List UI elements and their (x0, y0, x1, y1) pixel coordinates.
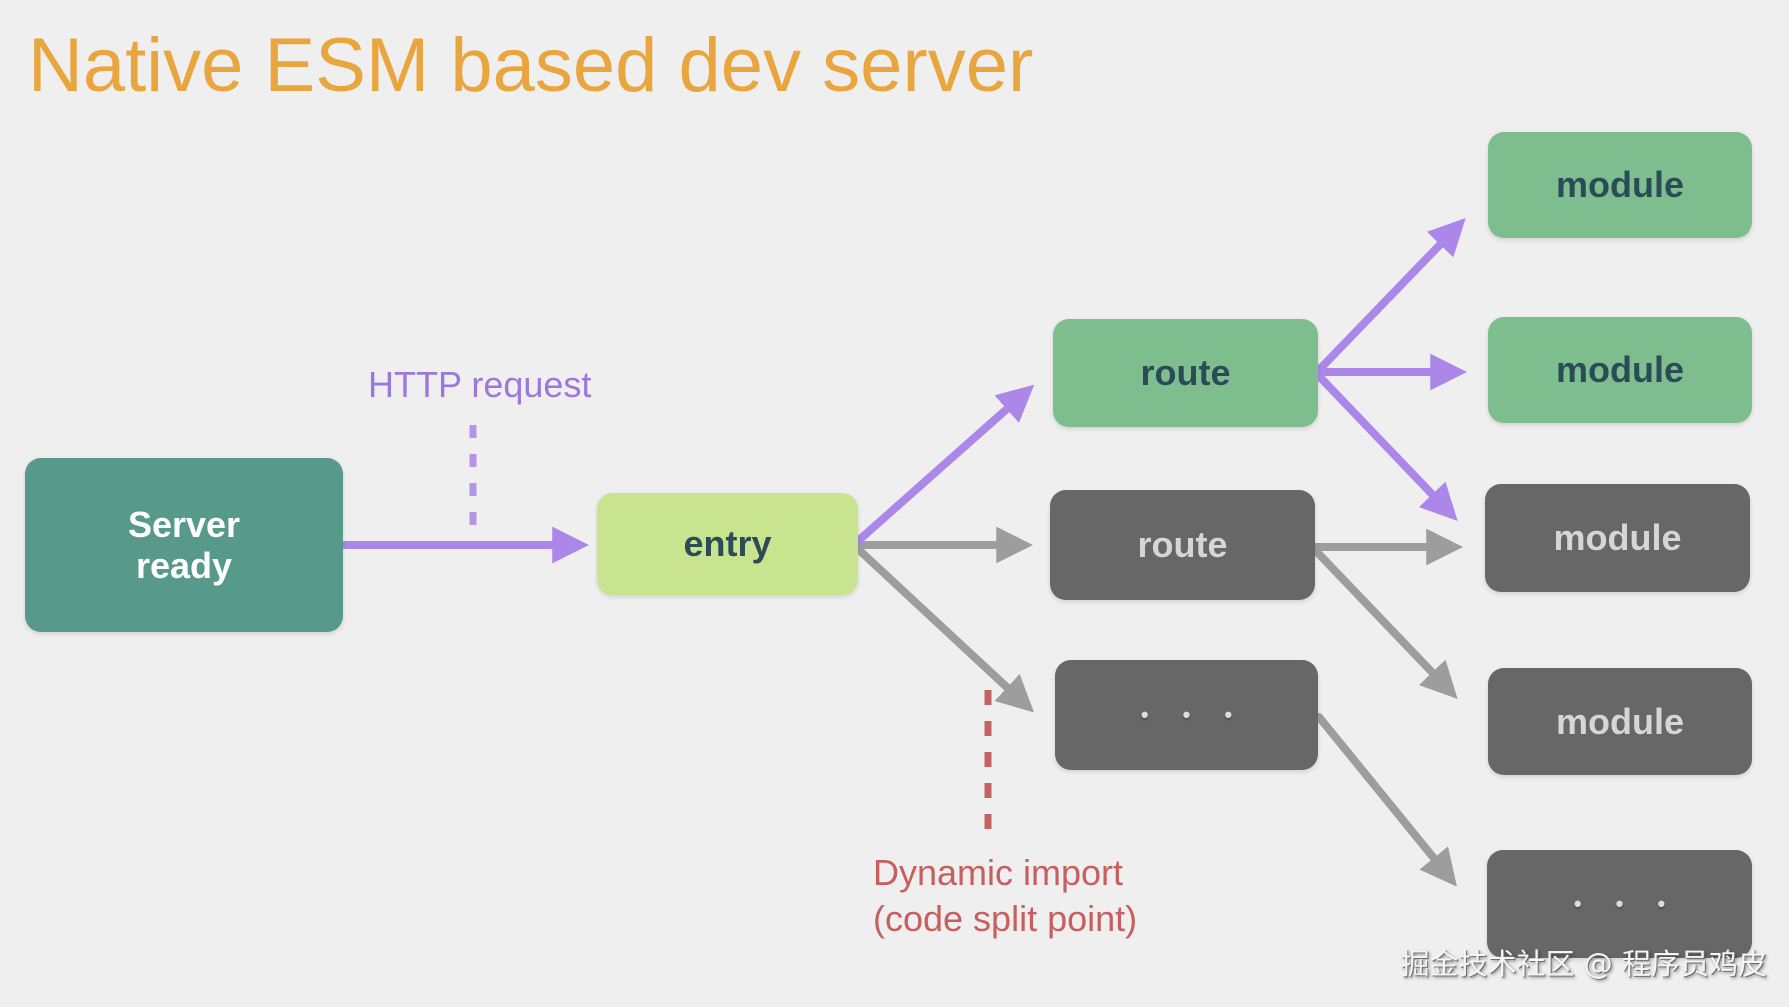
dynamic-import-label-line2: (code split point) (873, 898, 1138, 940)
ellipsis-mid-label: • • • (1140, 702, 1247, 728)
module-1-node: module (1488, 132, 1752, 238)
module-1-label: module (1555, 164, 1684, 206)
arrow-route-top-to-module-1 (1314, 218, 1466, 375)
module-2-label: module (1555, 349, 1684, 391)
route-mid-label: route (1137, 524, 1228, 566)
dynamic-import-label: Dynamic import (code split point) (873, 850, 1137, 942)
arrow-dots-mid-to-dots-bottom (1315, 713, 1457, 887)
dynamic-import-label-line1: Dynamic import (873, 852, 1124, 893)
module-4-label: module (1555, 700, 1684, 742)
route-top-label: route (1140, 352, 1231, 394)
ellipsis-mid-node: • • • (1055, 660, 1318, 770)
module-4-node: module (1488, 668, 1752, 775)
route-top-node: route (1053, 319, 1318, 427)
http-request-label: HTTP request (368, 364, 592, 405)
arrow-entry-to-route-top (854, 384, 1035, 545)
arrow-route-top-to-module-3 (1314, 371, 1458, 521)
arrow-route-mid-to-module-4 (1312, 547, 1458, 699)
module-3-node: module (1485, 484, 1750, 592)
module-3-label: module (1553, 517, 1682, 559)
diagram-title: Native ESM based dev server (28, 23, 1034, 108)
entry-node: entry (597, 493, 858, 595)
module-2-node: module (1488, 317, 1752, 423)
entry-label: entry (683, 523, 772, 565)
watermark-text: 掘金技术社区 @ 程序员鸡皮 (1400, 947, 1767, 981)
route-mid-node: route (1050, 490, 1315, 600)
server-ready-label: Server ready (127, 503, 241, 586)
arrow-entry-to-dots-mid (854, 545, 1035, 713)
server-ready-node: Server ready (25, 458, 343, 632)
ellipsis-bottom-node: • • • (1487, 850, 1752, 958)
ellipsis-bottom-label: • • • (1573, 891, 1680, 917)
